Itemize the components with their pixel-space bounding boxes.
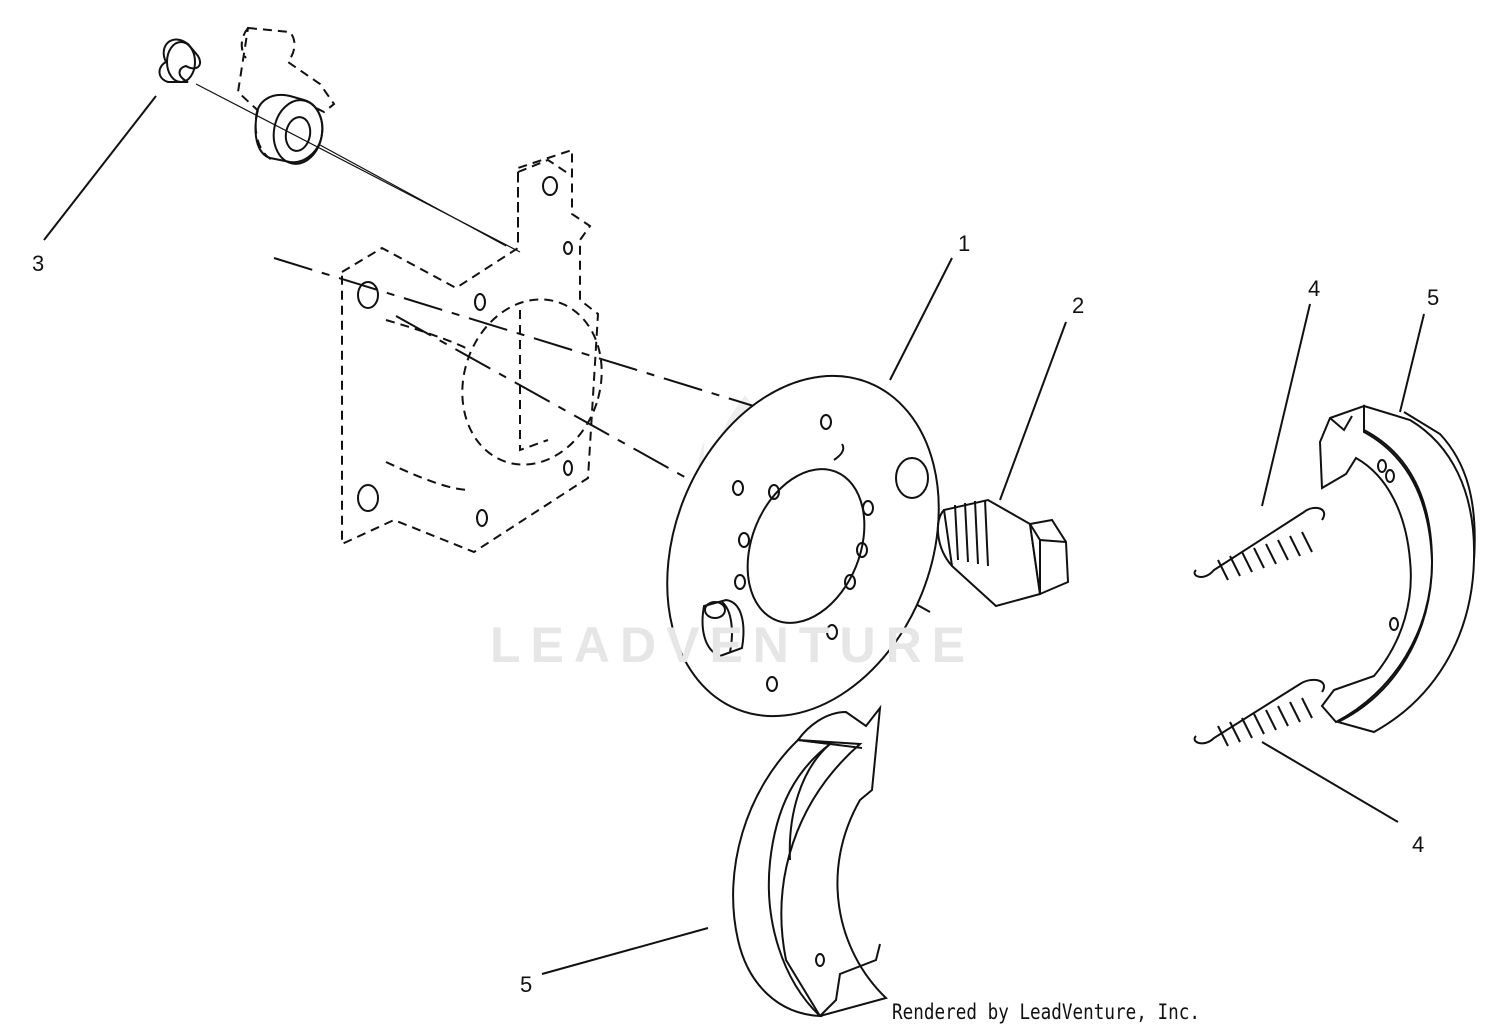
- watermark-text: LEADVENTURE: [490, 617, 976, 673]
- axis-line-lower: [395, 315, 709, 491]
- callout-part-4-lower: 4: [1412, 832, 1425, 857]
- callout-part-5-upper: 5: [1427, 285, 1440, 310]
- callout-part-5-lower: 5: [520, 972, 533, 997]
- brake-shoe-upper: [1318, 404, 1476, 734]
- brake-shoe-lower: [732, 704, 888, 1018]
- axis-line-upper: [273, 257, 761, 409]
- return-spring-lower: [1193, 678, 1325, 747]
- anchor-pin: [701, 598, 745, 658]
- axis-line-bushing-2: [319, 144, 507, 247]
- e-ring-clip: [158, 38, 202, 83]
- callout-part-1: 1: [958, 231, 971, 256]
- backing-plate-holes: [732, 414, 874, 692]
- return-spring-upper: [1193, 506, 1325, 581]
- pivot-bracket: [236, 26, 336, 120]
- mounting-plate: [341, 148, 603, 554]
- callout-part-2: 2: [1072, 293, 1085, 318]
- callout-part-4-upper: 4: [1308, 276, 1321, 301]
- callout-part-3: 3: [32, 251, 45, 276]
- backing-plate: [666, 374, 940, 718]
- render-credit: Rendered by LeadVenture, Inc.: [892, 1000, 1200, 1024]
- bushing: [254, 94, 324, 165]
- cam-shaft: [936, 498, 1070, 608]
- leader-lines: [43, 95, 1425, 975]
